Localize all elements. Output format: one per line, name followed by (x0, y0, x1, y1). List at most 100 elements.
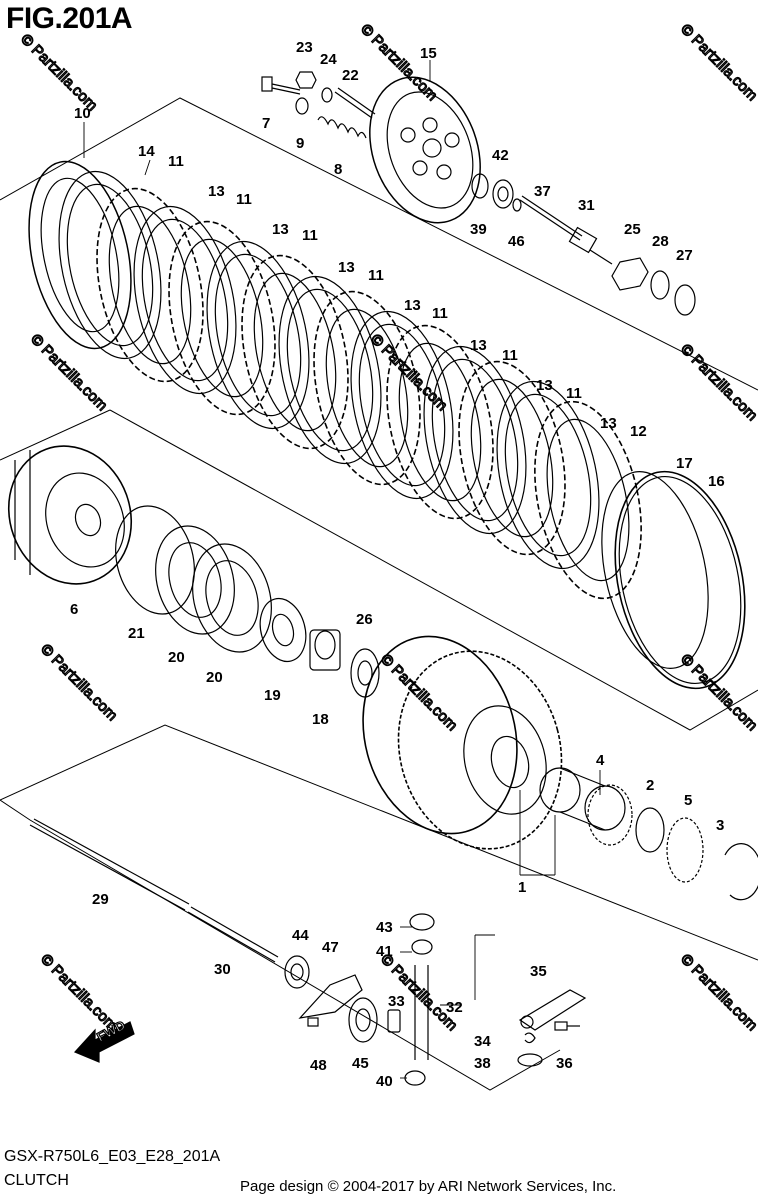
callout-16: 16 (708, 473, 725, 490)
callout-11e: 11 (432, 305, 448, 322)
callout-20b: 20 (206, 669, 223, 686)
callout-13c: 13 (338, 259, 355, 276)
plate-11-c (241, 254, 349, 450)
washer-26 (350, 648, 380, 698)
callout-22: 22 (342, 67, 359, 84)
callout-11g: 11 (566, 385, 582, 402)
push-rod-30 (187, 906, 279, 963)
watermark-text: © Partzilla.com (677, 21, 758, 104)
pressure-plate-15 (369, 76, 481, 224)
callout-14: 14 (138, 143, 155, 160)
drive-plate-10 (28, 160, 132, 350)
washer-9 (295, 97, 309, 115)
callout-11c: 11 (302, 227, 318, 244)
callout-9: 9 (296, 135, 304, 152)
callout-13d: 13 (404, 297, 421, 314)
callout-20: 20 (168, 649, 185, 666)
plate-47 (298, 974, 363, 1019)
figure-title: FIG.201A (6, 2, 133, 35)
pin-33 (387, 1009, 401, 1033)
watermark-group: © Partzilla.com © Partzilla.com © Partzi… (17, 20, 758, 1035)
figure-code: GSX-R750L6_E03_E28_201A (4, 1148, 221, 1165)
shaft-32 (414, 965, 429, 1060)
callout-43: 43 (376, 919, 393, 936)
upper-small-parts (261, 71, 376, 139)
screw-48 (307, 1017, 319, 1027)
callout-7: 7 (262, 115, 270, 132)
plate-14 (58, 170, 162, 360)
pusher-31 (568, 226, 613, 265)
callout-13g: 13 (600, 415, 617, 432)
callout-33: 33 (388, 993, 405, 1010)
callout-37: 37 (534, 183, 551, 200)
callout-29: 29 (92, 891, 109, 908)
callout-13f: 13 (536, 377, 553, 394)
callout-42: 42 (492, 147, 509, 164)
leader-lines (83, 60, 601, 1079)
plate-13-c (278, 275, 382, 465)
bearing-42 (492, 179, 514, 209)
callout-10: 10 (74, 105, 91, 122)
callout-31: 31 (578, 197, 595, 214)
bearing-43 (409, 913, 435, 931)
washer-3 (724, 843, 758, 901)
callout-24: 24 (320, 51, 337, 68)
plate-13-f (496, 380, 600, 570)
callout-41: 41 (376, 943, 393, 960)
washer-46 (512, 198, 522, 212)
callout-1: 1 (518, 879, 526, 896)
callout-34: 34 (474, 1033, 491, 1050)
plate-11-f (458, 360, 566, 556)
wire-ring-16 (614, 470, 746, 690)
bearing-41 (411, 939, 433, 955)
callout-30: 30 (214, 961, 231, 978)
washer-28 (650, 270, 670, 300)
washer-39 (471, 173, 489, 199)
watermark-text: © Partzilla.com (27, 331, 110, 414)
spacer-4 (539, 767, 626, 831)
callout-28: 28 (652, 233, 669, 250)
callout-38: 38 (474, 1055, 491, 1072)
callout-8: 8 (334, 161, 342, 178)
nut-25 (611, 257, 649, 291)
spring-34 (524, 1032, 536, 1044)
watermark-text: © Partzilla.com (37, 951, 120, 1034)
callout-25: 25 (624, 221, 641, 238)
spring-washer-20b (192, 543, 272, 653)
watermark-text: © Partzilla.com (377, 651, 460, 734)
callout-46: 46 (508, 233, 525, 250)
needle-bearing-4b (587, 784, 633, 846)
callout-13: 13 (208, 183, 225, 200)
figure-caption: CLUTCH (4, 1172, 69, 1189)
plate-11-a (96, 187, 204, 383)
callout-13b: 13 (272, 221, 289, 238)
clutch-plate-stack (28, 160, 746, 690)
callout-21: 21 (128, 625, 145, 642)
spring-ring-17 (601, 471, 709, 669)
lever-35 (518, 989, 587, 1031)
plate-13-a (133, 205, 237, 395)
primary-driven-gear-1 (362, 635, 563, 850)
release-lower-parts (284, 913, 587, 1086)
bolt-7 (261, 76, 301, 95)
callout-18: 18 (312, 711, 329, 728)
callout-labels: 1 2 3 4 5 6 7 8 9 10 11 11 11 11 11 11 1… (70, 39, 725, 1090)
callout-4: 4 (596, 752, 605, 769)
bearing-40 (404, 1070, 426, 1086)
plate-11-b (168, 220, 276, 416)
pin-22 (334, 87, 376, 119)
watermark-text: © Partzilla.com (677, 651, 758, 734)
callout-32: 32 (446, 999, 463, 1016)
callout-47: 47 (322, 939, 339, 956)
plate-13-e (423, 345, 527, 535)
spacer-2 (635, 807, 665, 853)
push-rod-29 (29, 818, 190, 911)
plate-13-d (350, 310, 454, 500)
release-rod-group (471, 173, 696, 316)
callout-40: 40 (376, 1073, 393, 1090)
rod-37 (519, 195, 583, 241)
callout-17: 17 (676, 455, 693, 472)
page-credit: Page design © 2004-2017 by ARI Network S… (240, 1178, 617, 1195)
spacer-18 (309, 629, 341, 671)
nut-23 (295, 71, 317, 89)
